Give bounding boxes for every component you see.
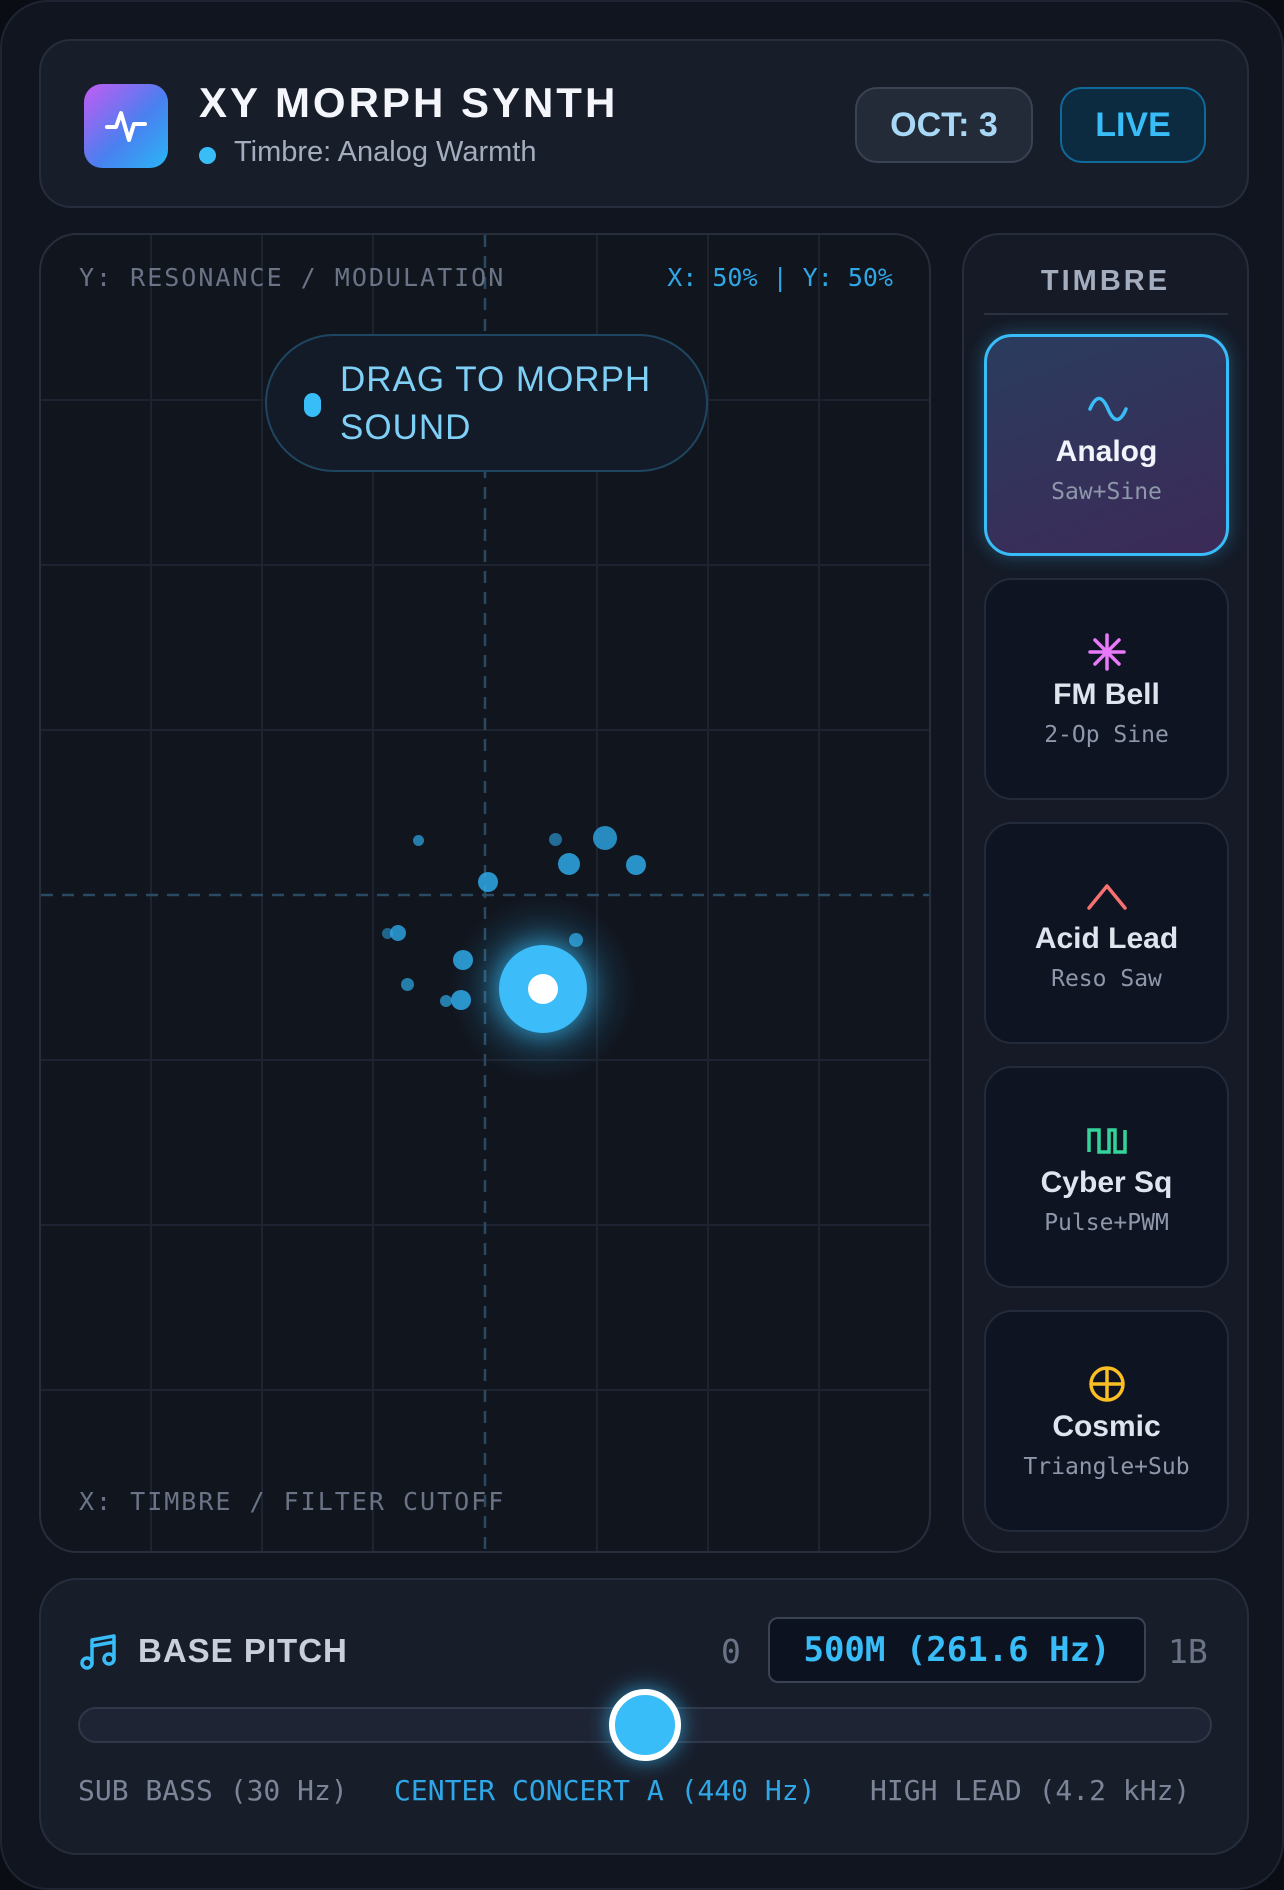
timbre-card-name: Cosmic (1052, 1410, 1161, 1443)
timbre-panel-title: TIMBRE (1040, 265, 1171, 297)
asterisk-icon (1088, 633, 1126, 671)
base-pitch-title: BASE PITCH (138, 1632, 348, 1669)
particle (390, 925, 406, 941)
divider (984, 313, 1228, 315)
timbre-card-name: FM Bell (1053, 678, 1160, 711)
crosshair-globe-icon (1089, 1366, 1125, 1402)
xy-pad[interactable]: Y: RESONANCE / MODULATION X: 50% | Y: 50… (39, 233, 931, 1553)
timbre-card-desc: Pulse+PWM (1044, 1210, 1169, 1236)
timbre-card-name: Analog (1055, 435, 1158, 468)
timbre-card-desc: 2-Op Sine (1044, 722, 1169, 748)
timbre-card-cyber-sq[interactable]: Cyber Sq Pulse+PWM (984, 1066, 1229, 1288)
timbre-card-desc: Reso Saw (1051, 966, 1162, 992)
timbre-card-cosmic[interactable]: Cosmic Triangle+Sub (984, 1310, 1229, 1532)
particle (453, 950, 473, 970)
sine-wave-icon (1088, 396, 1128, 422)
pulse-icon (84, 84, 168, 168)
x-axis-label: X: TIMBRE / FILTER CUTOFF (79, 1487, 506, 1516)
particle (382, 928, 393, 939)
y-axis-label: Y: RESONANCE / MODULATION (79, 263, 506, 292)
xy-grid (41, 235, 929, 1551)
particle (549, 833, 562, 846)
music-note-icon (80, 1634, 116, 1670)
cursor-core (528, 974, 558, 1004)
xy-cursor-handle[interactable] (499, 945, 587, 1033)
timbre-status: Timbre: Analog Warmth (234, 136, 537, 168)
timbre-panel: TIMBRE Analog Saw+Sine FM Bell 2-Op Sine (962, 233, 1249, 1553)
xy-readout: X: 50% | Y: 50% (667, 263, 893, 292)
header: XY MORPH SYNTH Timbre: Analog Warmth OCT… (39, 39, 1249, 208)
particle (451, 990, 471, 1010)
pitch-panel: BASE PITCH 0 500M (261.6 Hz) 1B SUB BASS… (39, 1578, 1249, 1855)
app-title: XY MORPH SYNTH (199, 79, 619, 126)
timbre-card-name: Cyber Sq (1040, 1166, 1173, 1199)
caret-up-icon (1087, 884, 1127, 910)
particle (569, 933, 583, 947)
particle (440, 995, 452, 1007)
drag-hint: DRAG TO MORPH SOUND (265, 334, 708, 472)
particle (401, 978, 414, 991)
particle (558, 853, 580, 875)
range-max-label: 1B (1168, 1632, 1208, 1671)
pitch-slider-thumb[interactable] (609, 1689, 681, 1761)
timbre-card-analog[interactable]: Analog Saw+Sine (984, 334, 1229, 556)
timbre-card-desc: Triangle+Sub (1023, 1454, 1190, 1480)
status-dot (199, 147, 216, 164)
particle (626, 855, 646, 875)
drag-hint-text: DRAG TO MORPH SOUND (340, 360, 652, 447)
particle (413, 835, 424, 846)
pitch-value-readout: 500M (261.6 Hz) (768, 1617, 1146, 1683)
hint-dot (304, 393, 321, 417)
particle (593, 826, 617, 850)
scale-label-low: SUB BASS (30 Hz) (78, 1774, 348, 1807)
scale-label-high: HIGH LEAD (4.2 kHz) (870, 1774, 1191, 1807)
particle (478, 872, 498, 892)
square-wave-icon (1087, 1128, 1127, 1154)
timbre-card-name: Acid Lead (1034, 922, 1179, 955)
live-badge[interactable]: LIVE (1060, 87, 1206, 163)
timbre-card-fm-bell[interactable]: FM Bell 2-Op Sine (984, 578, 1229, 800)
range-min-label: 0 (721, 1632, 741, 1671)
octave-badge[interactable]: OCT: 3 (855, 87, 1033, 163)
timbre-card-acid-lead[interactable]: Acid Lead Reso Saw (984, 822, 1229, 1044)
scale-label-center: CENTER CONCERT A (440 Hz) (394, 1774, 816, 1807)
timbre-card-desc: Saw+Sine (1051, 479, 1162, 505)
